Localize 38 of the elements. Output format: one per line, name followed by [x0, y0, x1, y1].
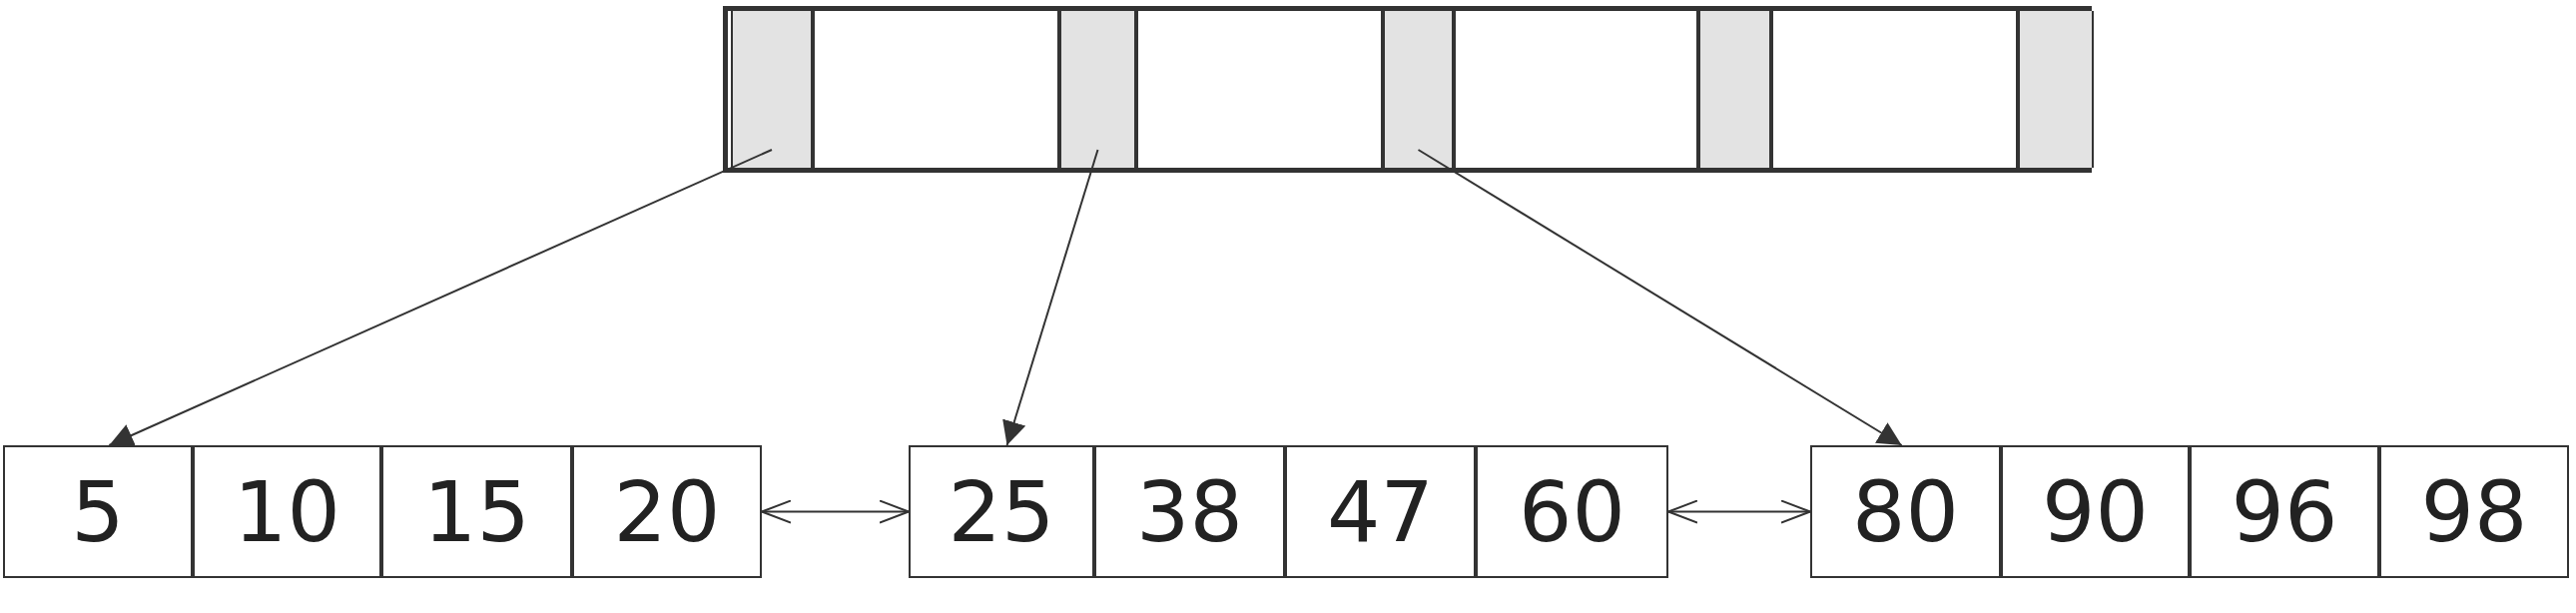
key-value: 96 — [2231, 469, 2338, 554]
pointer-cell — [731, 11, 813, 168]
pointer-arrow — [1002, 149, 1099, 446]
key-value: 90 — [2042, 469, 2149, 554]
pointer-cell — [1383, 11, 1454, 168]
internal-node — [723, 6, 2092, 173]
pointer-cell — [1698, 11, 1771, 168]
key-value: 80 — [1852, 469, 1959, 554]
key-cell — [572, 445, 762, 578]
key-cell — [2379, 445, 2569, 578]
key-value: 15 — [423, 469, 530, 554]
double-arrow — [761, 499, 910, 524]
pointer-arrow — [1417, 149, 1903, 446]
key-cell — [1476, 445, 1668, 578]
key-value: 20 — [613, 469, 721, 554]
key-value: 5 — [71, 469, 125, 554]
leaf-node — [1810, 445, 2569, 578]
key-cell — [3, 445, 193, 578]
pointer-cell — [1059, 11, 1136, 168]
key-cell — [2001, 445, 2190, 578]
key-cell — [193, 445, 381, 578]
double-arrow — [1667, 499, 1811, 524]
leaf-node — [909, 445, 1668, 578]
key-value: 10 — [234, 469, 340, 554]
key-cell — [909, 445, 1094, 578]
key-value: 98 — [2420, 469, 2528, 554]
key-cell — [381, 445, 572, 578]
key-value: 47 — [1327, 469, 1434, 554]
key-cell — [1094, 445, 1285, 578]
key-cell — [2190, 445, 2379, 578]
key-cell — [1285, 445, 1476, 578]
key-value: 60 — [1519, 469, 1625, 554]
key-value: 25 — [948, 469, 1055, 554]
pointer-cell — [2018, 11, 2094, 168]
leaf-node — [3, 445, 762, 578]
key-value: 38 — [1136, 469, 1243, 554]
key-cell — [1810, 445, 2001, 578]
pointer-arrow — [108, 149, 773, 447]
